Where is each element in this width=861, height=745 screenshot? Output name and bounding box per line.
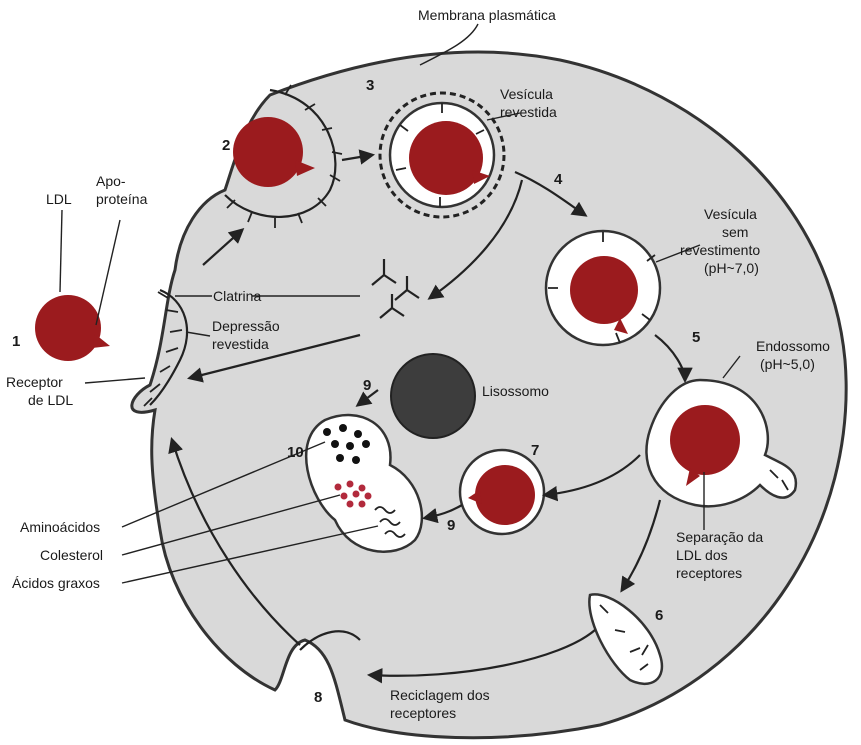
label-recycling-2: receptores — [390, 705, 456, 721]
label-coated-pit-1: Depressão — [212, 318, 280, 334]
label-ldl-receptor-2: de LDL — [28, 392, 73, 408]
label-coated-vesicle-1: Vesícula — [500, 86, 553, 102]
label-ldl-receptor-1: Receptor — [6, 374, 63, 390]
label-separation-1: Separação da — [676, 529, 763, 545]
label-clathrin: Clatrina — [213, 288, 261, 304]
label-uncoated-vesicle-4: (pH~7,0) — [704, 260, 759, 276]
step-10: 10 — [287, 444, 304, 461]
free-ldl-particle — [35, 295, 110, 361]
step-7: 7 — [531, 442, 539, 459]
step-9a: 9 — [363, 377, 371, 394]
step-5: 5 — [692, 329, 700, 346]
label-cholesterol: Colesterol — [40, 547, 103, 563]
label-separation-3: receptores — [676, 565, 742, 581]
label-endosome-1: Endossomo — [756, 338, 830, 354]
label-coated-vesicle-2: revestida — [500, 104, 557, 120]
label-fatty-acids: Ácidos graxos — [12, 575, 100, 591]
label-ldl: LDL — [46, 191, 72, 207]
label-lysosome: Lisossomo — [482, 383, 549, 399]
label-amino-acids: Aminoácidos — [20, 519, 100, 535]
step-3: 3 — [366, 77, 374, 94]
label-plasma-membrane: Membrana plasmática — [418, 7, 556, 23]
step-2: 2 — [222, 137, 230, 154]
label-uncoated-vesicle-1: Vesícula — [704, 206, 757, 222]
step-9b: 9 — [447, 517, 455, 534]
step-6: 6 — [655, 607, 663, 624]
label-apoprotein-2: proteína — [96, 191, 148, 207]
ldl-lysosome-fusion — [460, 450, 544, 534]
label-recycling-1: Reciclagem dos — [390, 687, 490, 703]
step-1: 1 — [12, 333, 20, 350]
step-8: 8 — [314, 689, 322, 706]
label-endosome-2: (pH~5,0) — [760, 356, 815, 372]
label-coated-pit-2: revestida — [212, 336, 269, 352]
label-apoprotein-1: Apo- — [96, 173, 126, 189]
uncoated-vesicle — [546, 231, 660, 345]
label-uncoated-vesicle-3: revestimento — [680, 242, 760, 258]
lysosome — [391, 354, 475, 438]
label-separation-2: LDL dos — [676, 547, 728, 563]
step-4: 4 — [554, 171, 563, 188]
label-uncoated-vesicle-2: sem — [722, 224, 748, 240]
